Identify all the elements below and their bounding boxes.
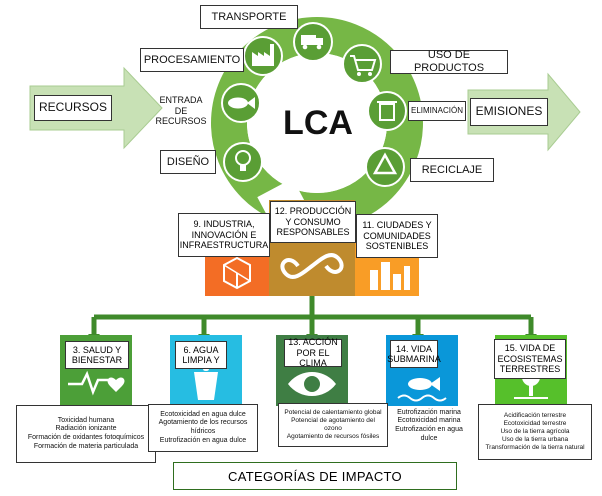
design-label: DISEÑO xyxy=(160,150,216,174)
lca-ring-inner xyxy=(247,53,387,193)
processing-label: PROCESAMIENTO xyxy=(140,48,244,72)
heart-icon xyxy=(107,377,125,392)
impact-item: Ecotoxicidad marina xyxy=(397,417,461,425)
impact-item: Acidificación terrestre xyxy=(503,411,567,419)
sdg-14-label: 14. VIDA SUBMARINA xyxy=(387,340,441,368)
impacts-marine-box: Eutrofización marina Ecotoxicidad marina… xyxy=(388,406,470,446)
impact-item: Agotamiento de recursos fósiles xyxy=(286,433,380,441)
sdg-13-label: 13. ACCIÓN POR EL CLIMA xyxy=(284,337,342,368)
fish-icon xyxy=(221,83,261,123)
sdg-3-label: 3. SALUD Y BIENESTAR xyxy=(65,341,129,369)
impacts-water-box: Ecotoxicidad en agua dulce Agotamiento d… xyxy=(148,404,258,452)
recycle-icon xyxy=(365,147,405,187)
impact-item: Eutrofización en agua dulce xyxy=(395,426,463,442)
lca-center-label: LCA xyxy=(283,103,353,142)
lightbulb-icon xyxy=(223,142,263,182)
trash-bin-icon xyxy=(367,91,407,131)
shopping-cart-icon xyxy=(342,44,382,84)
factory-icon xyxy=(243,36,283,76)
sdg-12-label: 12. PRODUCCIÓN Y CONSUMO RESPONSABLES xyxy=(270,201,356,243)
impacts-climate-box: Potencial de calentamiento global Potenc… xyxy=(278,403,388,447)
impact-item: Eutrofización en agua dulce xyxy=(159,436,247,444)
sdg-6-label: 6. AGUA LIMPIA Y xyxy=(175,341,227,369)
connector-tree xyxy=(91,296,534,336)
eye-earth-icon xyxy=(288,372,336,396)
resource-input-label: ENTRADA DE RECURSOS xyxy=(155,95,207,127)
infinity-icon xyxy=(280,253,344,279)
city-icon xyxy=(370,262,410,290)
impacts-land-box: Acidificación terrestre Ecotoxicidad ter… xyxy=(478,404,592,460)
disposal-label: ELIMINACIÓN xyxy=(408,101,466,121)
impact-item: Radiación ionizante xyxy=(55,425,117,433)
transport-label: TRANSPORTE xyxy=(200,5,298,29)
impact-item: Toxicidad humana xyxy=(57,416,115,424)
sdg-9-label: 9. INDUSTRIA, INNOVACIÓN E INFRAESTRUCTU… xyxy=(178,213,270,257)
sdg-11-label: 11. CIUDADES Y COMUNIDADES SOSTENIBLES xyxy=(356,214,438,258)
impact-categories-title: CATEGORÍAS DE IMPACTO xyxy=(173,462,457,490)
impact-item: Ecotoxicidad terrestre xyxy=(503,419,567,427)
sdg-15-label: 15. VIDA DE ECOSISTEMAS TERRESTRES xyxy=(494,339,566,379)
recycling-label: RECICLAJE xyxy=(410,158,494,182)
impact-item: Uso de la tierra urbana Transformación d… xyxy=(485,436,585,452)
impact-item: Uso de la tierra agrícola xyxy=(500,427,570,435)
impacts-health-box: Toxicidad humana Radiación ionizante For… xyxy=(16,405,156,463)
impact-item: Potencial de calentamiento global Potenc… xyxy=(284,408,382,432)
emissions-label: EMISIONES xyxy=(470,98,548,126)
impact-item: Formación de materia particulada xyxy=(33,442,139,450)
impact-item: Ecotoxicidad en agua dulce xyxy=(160,410,246,418)
fish-wave-icon xyxy=(397,377,447,402)
impact-item: Agotamiento de los recursos hídricos xyxy=(158,419,248,435)
resources-label: RECURSOS xyxy=(34,95,112,121)
impact-item: Eutrofización marina xyxy=(397,408,461,416)
cube-icon xyxy=(223,256,251,290)
impact-item: Formación de oxidantes fotoquímicos xyxy=(27,434,145,441)
product-use-label: USO DE PRODUCTOS xyxy=(390,49,508,74)
heartbeat-icon xyxy=(68,370,108,396)
truck-icon xyxy=(293,22,333,62)
